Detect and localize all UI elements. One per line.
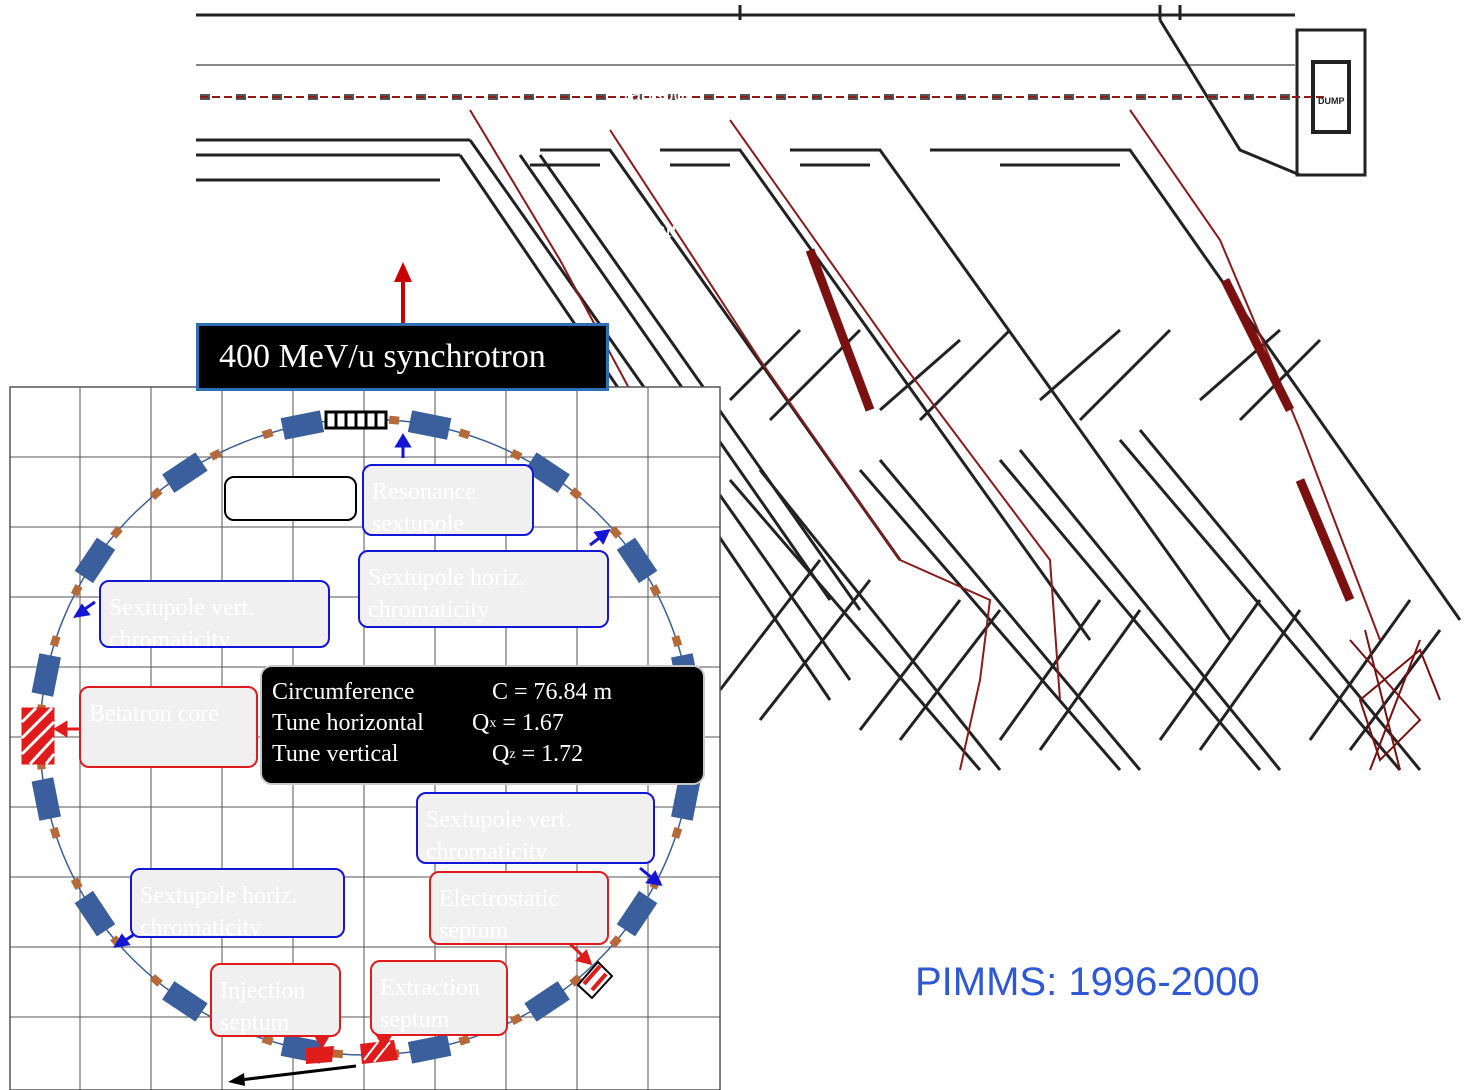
quadrupole-magnet — [671, 635, 683, 648]
parameter-symbol: C — [492, 679, 509, 705]
dipole-magnet — [671, 777, 701, 821]
dipole-magnet — [407, 410, 452, 440]
dipole-magnet — [280, 410, 325, 440]
parameter-value: = 1.72 — [521, 741, 584, 767]
quadrupole-magnet — [70, 877, 83, 890]
quadrupole-magnet — [261, 1034, 274, 1046]
sextupole-vert-right-label: Sextupole vert. chromaticity — [416, 792, 655, 864]
pimms-caption: PIMMS: 1996-2000 — [915, 960, 1260, 1004]
injection-septum-label: Injection septum — [210, 963, 341, 1037]
quadrupole-magnet — [458, 1034, 471, 1046]
quadrupole-magnet — [609, 935, 622, 949]
parameter-row-circumference: Circumference C= 76.84 m — [272, 677, 703, 708]
betatron-core-label: Betatron core — [79, 686, 258, 768]
quadrupole-magnet — [569, 974, 583, 987]
dipole-magnet — [616, 890, 658, 937]
quadrupole-magnet — [209, 448, 223, 461]
quadrupole-magnet — [569, 487, 583, 500]
resonance-sextupole-label: Resonance sextupole — [362, 464, 534, 536]
quadrupole-magnet — [388, 415, 400, 425]
dipole-magnet — [616, 537, 658, 584]
quadrupole-magnet — [332, 1049, 344, 1059]
ring-parameters-box: Circumference C= 76.84 m Tune horizontal… — [260, 665, 705, 785]
gantry-ghost-text: Gantr — [628, 220, 679, 242]
parameter-value: = 76.84 m — [514, 679, 613, 705]
dipole-magnet — [74, 890, 116, 937]
empty-label-box — [224, 476, 357, 521]
quadrupole-magnet — [458, 428, 471, 440]
parameter-symbol: Q — [472, 710, 490, 736]
quadrupole-magnet — [149, 487, 163, 500]
quadrupole-magnet — [649, 584, 662, 597]
dipole-magnet — [162, 452, 208, 493]
parameter-label: Tune horizontal — [272, 710, 424, 736]
parameter-label: Circumference — [272, 679, 415, 705]
extraction-septum-label: Extraction septum — [370, 960, 508, 1036]
dump-label: DUMP — [1318, 96, 1345, 106]
sextupole-horiz-bottom-label: Sextupole horiz. chromaticity — [130, 868, 345, 938]
synchrotron-title: 400 MeV/u synchrotron — [196, 323, 609, 391]
electrostatic-septum-label: Electrostatic septum — [429, 871, 609, 945]
quadrupole-magnet — [261, 428, 274, 440]
dipole-magnet — [162, 981, 208, 1022]
dipole-magnet — [524, 981, 570, 1022]
dipole-magnet — [74, 537, 116, 584]
parameter-value: = 1.67 — [502, 710, 564, 736]
sextupole-vert-left-label: Sextupole vert. chromaticity — [99, 580, 330, 648]
quadrupole-magnet — [671, 826, 683, 839]
quadrupole-magnet — [49, 826, 61, 839]
parameter-label: Tune vertical — [272, 741, 399, 767]
sextupole-horiz-top-label: Sextupole horiz. chromaticity — [358, 550, 609, 628]
parameter-symbol: Q — [492, 741, 510, 767]
quadrupole-magnet — [149, 974, 163, 987]
dipole-magnet — [524, 452, 570, 493]
dipole-magnet — [31, 653, 61, 697]
quadrupole-magnet — [49, 635, 61, 648]
quadrupole-magnet — [509, 448, 523, 461]
quadrupole-magnet — [110, 525, 123, 539]
dipole-magnet — [31, 777, 61, 821]
quadrupole-magnet — [70, 584, 83, 597]
dipole-magnet — [407, 1034, 452, 1064]
transport-ghost-text: Transpor — [612, 84, 692, 106]
quadrupole-magnet — [609, 525, 622, 539]
quadrupole-magnet — [509, 1013, 523, 1026]
parameter-subscript: x — [489, 716, 497, 731]
parameter-subscript: z — [509, 747, 516, 762]
